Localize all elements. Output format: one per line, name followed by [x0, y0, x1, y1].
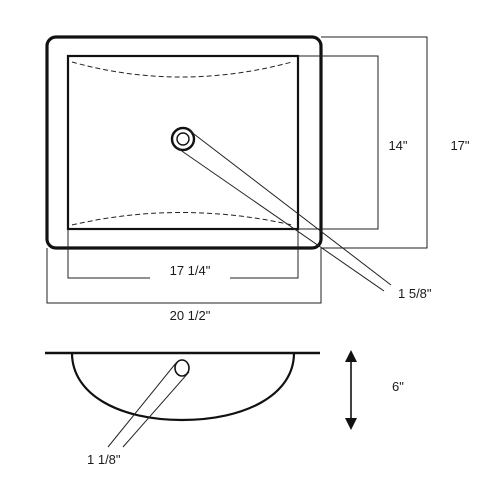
outer-rim-outline	[45, 35, 323, 250]
depth-arrow-down-icon	[345, 418, 357, 430]
outer-height-label: 17"	[450, 138, 469, 153]
top-view: 14" 17" 17 1/4" 20 1/2" 1 5/8"	[45, 35, 473, 324]
overflow-leader-line-a	[107, 362, 177, 448]
outer-width-bracket	[46, 248, 322, 304]
outer-width-label: 20 1/2"	[170, 308, 211, 323]
bowl-top-curve	[71, 61, 293, 78]
drain-leader-line-b	[175, 146, 385, 292]
inner-bowl-outline	[66, 54, 300, 231]
drain-icon	[170, 126, 196, 152]
overflow-leader-line-b	[122, 371, 190, 448]
side-view: 6" 1 1/8"	[45, 350, 404, 467]
depth-arrow-up-icon	[345, 350, 357, 362]
drain-leader-line-a	[189, 130, 392, 286]
outer-height-bracket	[321, 36, 428, 249]
bowl-bottom-curve	[71, 212, 293, 226]
side-bowl-profile	[70, 352, 296, 422]
overflow-hole-icon	[174, 359, 190, 377]
depth-label: 6"	[392, 379, 404, 394]
inner-width-label: 17 1/4"	[170, 263, 211, 278]
inner-height-bracket	[298, 55, 379, 230]
overflow-diameter-label: 1 1/8"	[87, 452, 121, 467]
inner-height-label: 14"	[388, 138, 407, 153]
drain-diameter-label: 1 5/8"	[398, 286, 432, 301]
drain-inner-ring	[176, 132, 190, 146]
